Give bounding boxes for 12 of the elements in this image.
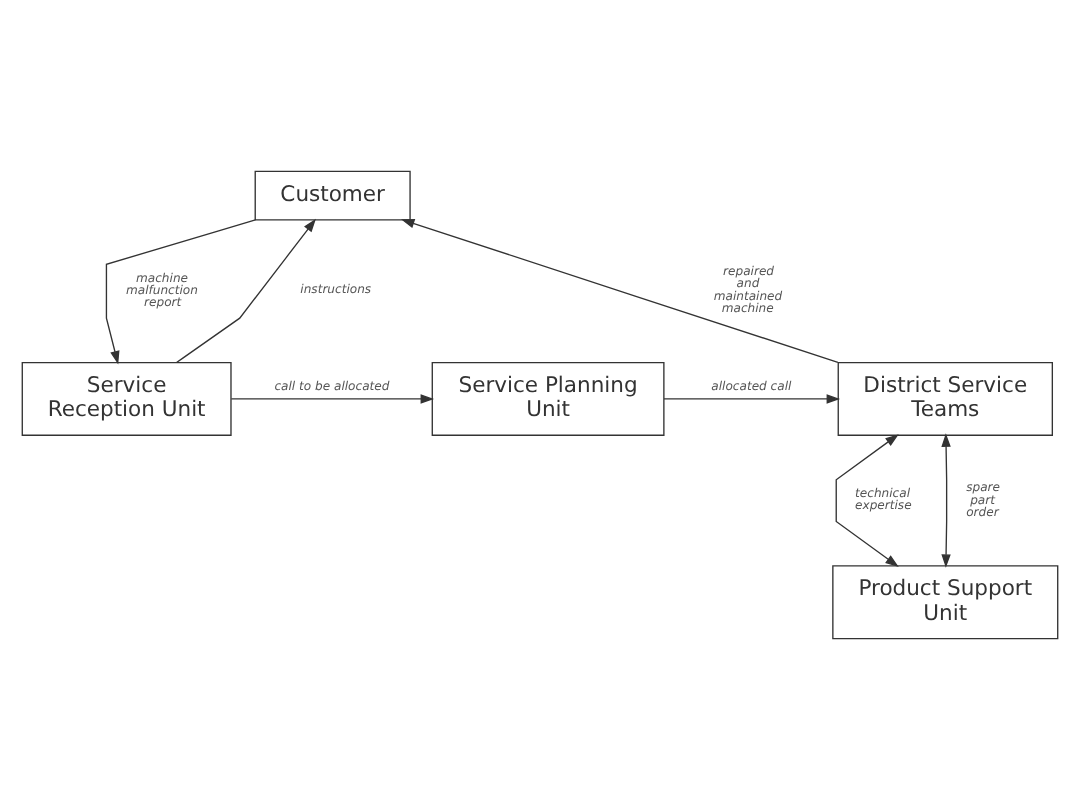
arrow <box>941 433 951 568</box>
arrow <box>175 218 316 364</box>
arrow <box>400 219 839 364</box>
node-box: Service Planning Unit <box>431 361 665 436</box>
node-box: District Service Teams <box>837 361 1053 436</box>
node-box: Customer <box>254 170 411 221</box>
arrow <box>230 394 435 404</box>
node-box: Product Support Unit <box>832 565 1059 640</box>
arrow <box>663 394 841 404</box>
arrow <box>105 219 257 365</box>
arrow <box>835 434 899 568</box>
node-box: Service Reception Unit <box>21 361 232 436</box>
